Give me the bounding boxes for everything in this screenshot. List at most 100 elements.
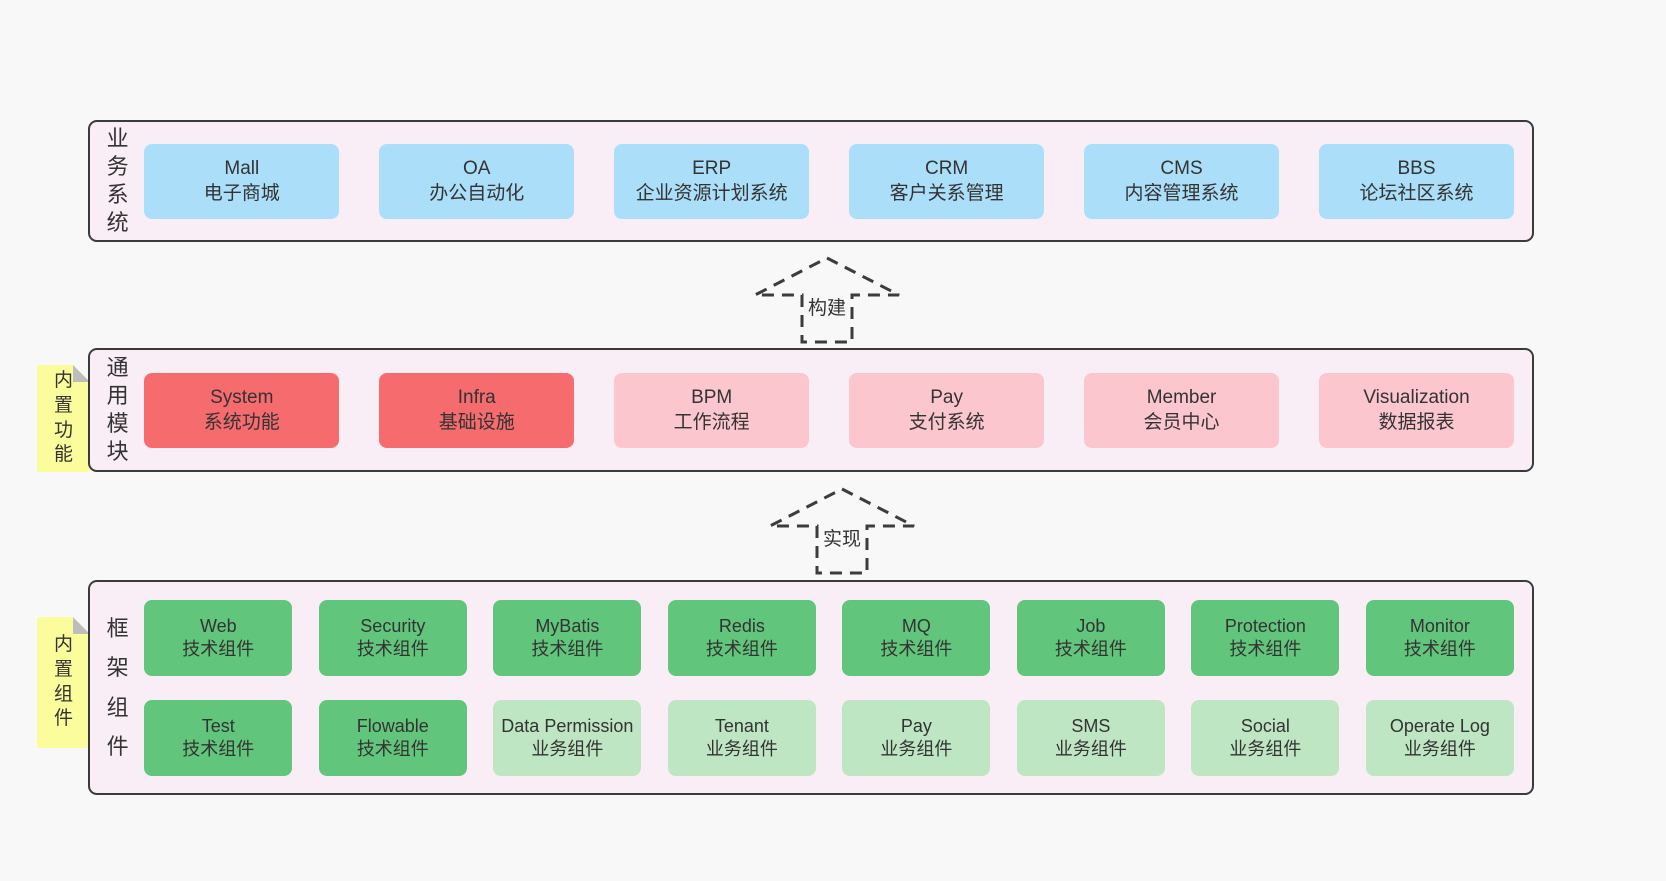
band-label-business-systems: 业务系统 bbox=[106, 125, 129, 236]
box-crm: CRM 客户关系管理 bbox=[849, 143, 1045, 219]
box-subtitle: 客户关系管理 bbox=[889, 183, 1004, 204]
box-subtitle: 技术组件 bbox=[705, 638, 778, 659]
box-title: ERP bbox=[692, 157, 732, 179]
module-row: Mall 电子商城 OA 办公自动化 ERP 企业资源计划系统 CRM 客户关系管理 CMS 内容… bbox=[144, 143, 1514, 219]
box-title: Social bbox=[1240, 716, 1290, 736]
box-subtitle: 业务组件 bbox=[1403, 738, 1476, 759]
box-title: Data Permission bbox=[501, 716, 634, 736]
box-title: Security bbox=[360, 616, 426, 636]
box-subtitle: 技术组件 bbox=[356, 638, 429, 659]
box-title: Job bbox=[1076, 616, 1106, 636]
box-bbs: BBS 论坛社区系统 bbox=[1318, 143, 1514, 219]
box-title: Protection bbox=[1224, 616, 1306, 636]
box-title: BBS bbox=[1397, 157, 1436, 179]
sticky-note-label: 内置功能 bbox=[53, 370, 73, 466]
band-content: Mall 电子商城 OA 办公自动化 ERP 企业资源计划系统 CRM 客户关系管理 CMS 内容… bbox=[130, 122, 1532, 240]
box-title: Monitor bbox=[1409, 616, 1470, 636]
box-subtitle: 办公自动化 bbox=[429, 183, 525, 204]
box-title: Test bbox=[201, 716, 235, 736]
box-title: Member bbox=[1146, 386, 1217, 408]
band-label-common-modules: 通用模块 bbox=[106, 354, 129, 465]
box-subtitle: 会员中心 bbox=[1143, 412, 1220, 433]
box-title: BPM bbox=[691, 386, 733, 408]
box-title: SMS bbox=[1071, 716, 1111, 736]
box-subtitle: 业务组件 bbox=[1054, 738, 1127, 759]
box-title: Mall bbox=[224, 157, 260, 179]
band-business-systems: 业务系统 Mall 电子商城 OA 办公自动化 ERP 企业资源计划系统 CRM 客户关系管理… bbox=[88, 120, 1534, 242]
arrow-label-build: 构建 bbox=[804, 292, 850, 321]
box-subtitle: 工作流程 bbox=[673, 412, 750, 433]
box-title: Pay bbox=[900, 716, 932, 736]
box-subtitle: 业务组件 bbox=[880, 738, 953, 759]
box-member: Member 会员中心 bbox=[1084, 372, 1280, 448]
box-subtitle: 技术组件 bbox=[182, 638, 255, 659]
box-title: Redis bbox=[718, 616, 765, 636]
box-subtitle: 技术组件 bbox=[880, 638, 953, 659]
box-subtitle: 系统功能 bbox=[203, 412, 280, 433]
box-pay: Pay 支付系统 bbox=[849, 372, 1045, 448]
box-subtitle: 技术组件 bbox=[182, 738, 255, 759]
box-subtitle: 数据报表 bbox=[1378, 412, 1455, 433]
sticky-note-built-in-features: 内置功能 bbox=[37, 365, 90, 472]
box-subtitle: 技术组件 bbox=[1403, 638, 1476, 659]
box-title: Pay bbox=[930, 386, 963, 408]
box-title: CMS bbox=[1160, 157, 1203, 179]
box-title: Web bbox=[199, 616, 237, 636]
box-title: OA bbox=[463, 157, 491, 179]
box-visualization: Visualization 数据报表 bbox=[1318, 372, 1514, 448]
box-erp: ERP 企业资源计划系统 bbox=[614, 143, 810, 219]
box-subtitle: 业务组件 bbox=[1229, 738, 1302, 759]
box-subtitle: 企业资源计划系统 bbox=[635, 183, 788, 204]
box-subtitle: 电子商城 bbox=[203, 183, 280, 204]
box-subtitle: 业务组件 bbox=[531, 738, 604, 759]
sticky-note-label: 内置组件 bbox=[53, 634, 73, 730]
box-subtitle: 技术组件 bbox=[356, 738, 429, 759]
box-title: MQ bbox=[901, 616, 931, 636]
box-subtitle: 论坛社区系统 bbox=[1359, 183, 1474, 204]
arrow-label-implement: 实现 bbox=[819, 523, 865, 552]
arrow-up-build: 构建 bbox=[752, 254, 902, 346]
box-oa: OA 办公自动化 bbox=[379, 143, 575, 219]
box-title: System bbox=[210, 386, 274, 408]
box-subtitle: 基础设施 bbox=[438, 412, 515, 433]
arrow-up-implement: 实现 bbox=[767, 485, 917, 577]
box-subtitle: 内容管理系统 bbox=[1124, 183, 1239, 204]
box-mall: Mall 电子商城 bbox=[144, 143, 340, 219]
box-subtitle: 技术组件 bbox=[1054, 638, 1127, 659]
box-system: System 系统功能 bbox=[144, 372, 340, 448]
box-title: Visualization bbox=[1363, 386, 1470, 408]
box-subtitle: 技术组件 bbox=[1229, 638, 1302, 659]
band-label-framework-components: 框架组件 bbox=[106, 616, 129, 759]
box-title: CRM bbox=[924, 157, 969, 179]
box-subtitle: 业务组件 bbox=[705, 738, 778, 759]
box-title: MyBatis bbox=[535, 616, 600, 636]
box-bpm: BPM 工作流程 bbox=[614, 372, 810, 448]
sticky-note-built-in-components: 内置组件 bbox=[37, 617, 90, 748]
box-cms: CMS 内容管理系统 bbox=[1084, 143, 1280, 219]
box-subtitle: 支付系统 bbox=[908, 412, 985, 433]
